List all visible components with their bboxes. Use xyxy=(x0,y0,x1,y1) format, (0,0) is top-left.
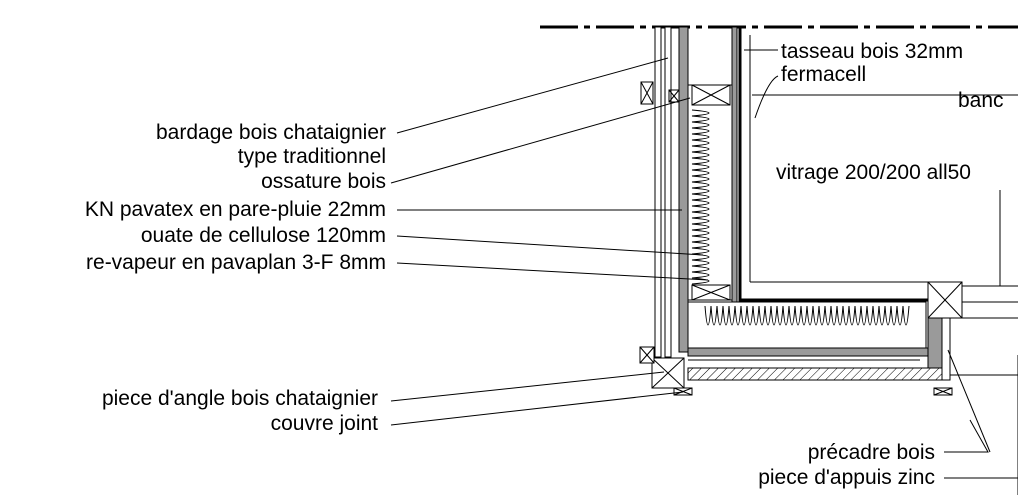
sill-hatched-board xyxy=(687,367,951,381)
leader-lines xyxy=(390,49,1018,479)
label-type: type traditionnel xyxy=(238,145,386,168)
label-ouate: ouate de cellulose 120mm xyxy=(141,224,386,247)
label-banc: banc xyxy=(958,89,1004,112)
stud-crosses xyxy=(640,81,731,301)
label-ossature: ossature bois xyxy=(261,170,386,193)
label-tasseau: tasseau bois 32mm xyxy=(781,40,963,63)
label-piece-angle: piece d'angle bois chataignier xyxy=(102,387,378,410)
label-couvre-joint: couvre joint xyxy=(271,412,379,435)
label-piece-appuis: piece d'appuis zinc xyxy=(758,466,935,489)
label-precadre: précadre bois xyxy=(808,441,935,464)
floor-thick-line xyxy=(738,292,928,302)
label-pare-vapeur: re-vapeur en pavaplan 3-F 8mm xyxy=(86,251,386,274)
sill-section xyxy=(639,190,1018,495)
cladding-board-2 xyxy=(664,26,672,358)
vapour-panel xyxy=(731,26,738,303)
precadre-outline xyxy=(941,317,951,381)
sill-grey-panel xyxy=(687,347,929,357)
label-vitrage: vitrage 200/200 all50 xyxy=(776,161,971,184)
rainscreen-panel xyxy=(678,26,689,353)
label-fermacell: fermacell xyxy=(781,63,866,86)
precadre-grey xyxy=(927,317,943,369)
label-bardage: bardage bois chataignier xyxy=(156,121,386,144)
cladding-board xyxy=(654,26,662,358)
insulation-zone xyxy=(687,84,733,301)
label-pavatex: KN pavatex en pare-pluie 22mm xyxy=(85,198,386,221)
floor-insulation-wave xyxy=(704,305,910,326)
